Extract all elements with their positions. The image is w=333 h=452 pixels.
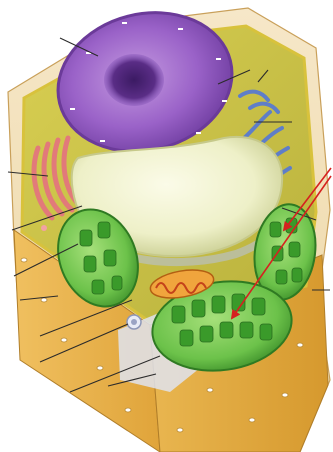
nucleolus — [104, 54, 164, 106]
small-vesicle — [127, 315, 141, 329]
